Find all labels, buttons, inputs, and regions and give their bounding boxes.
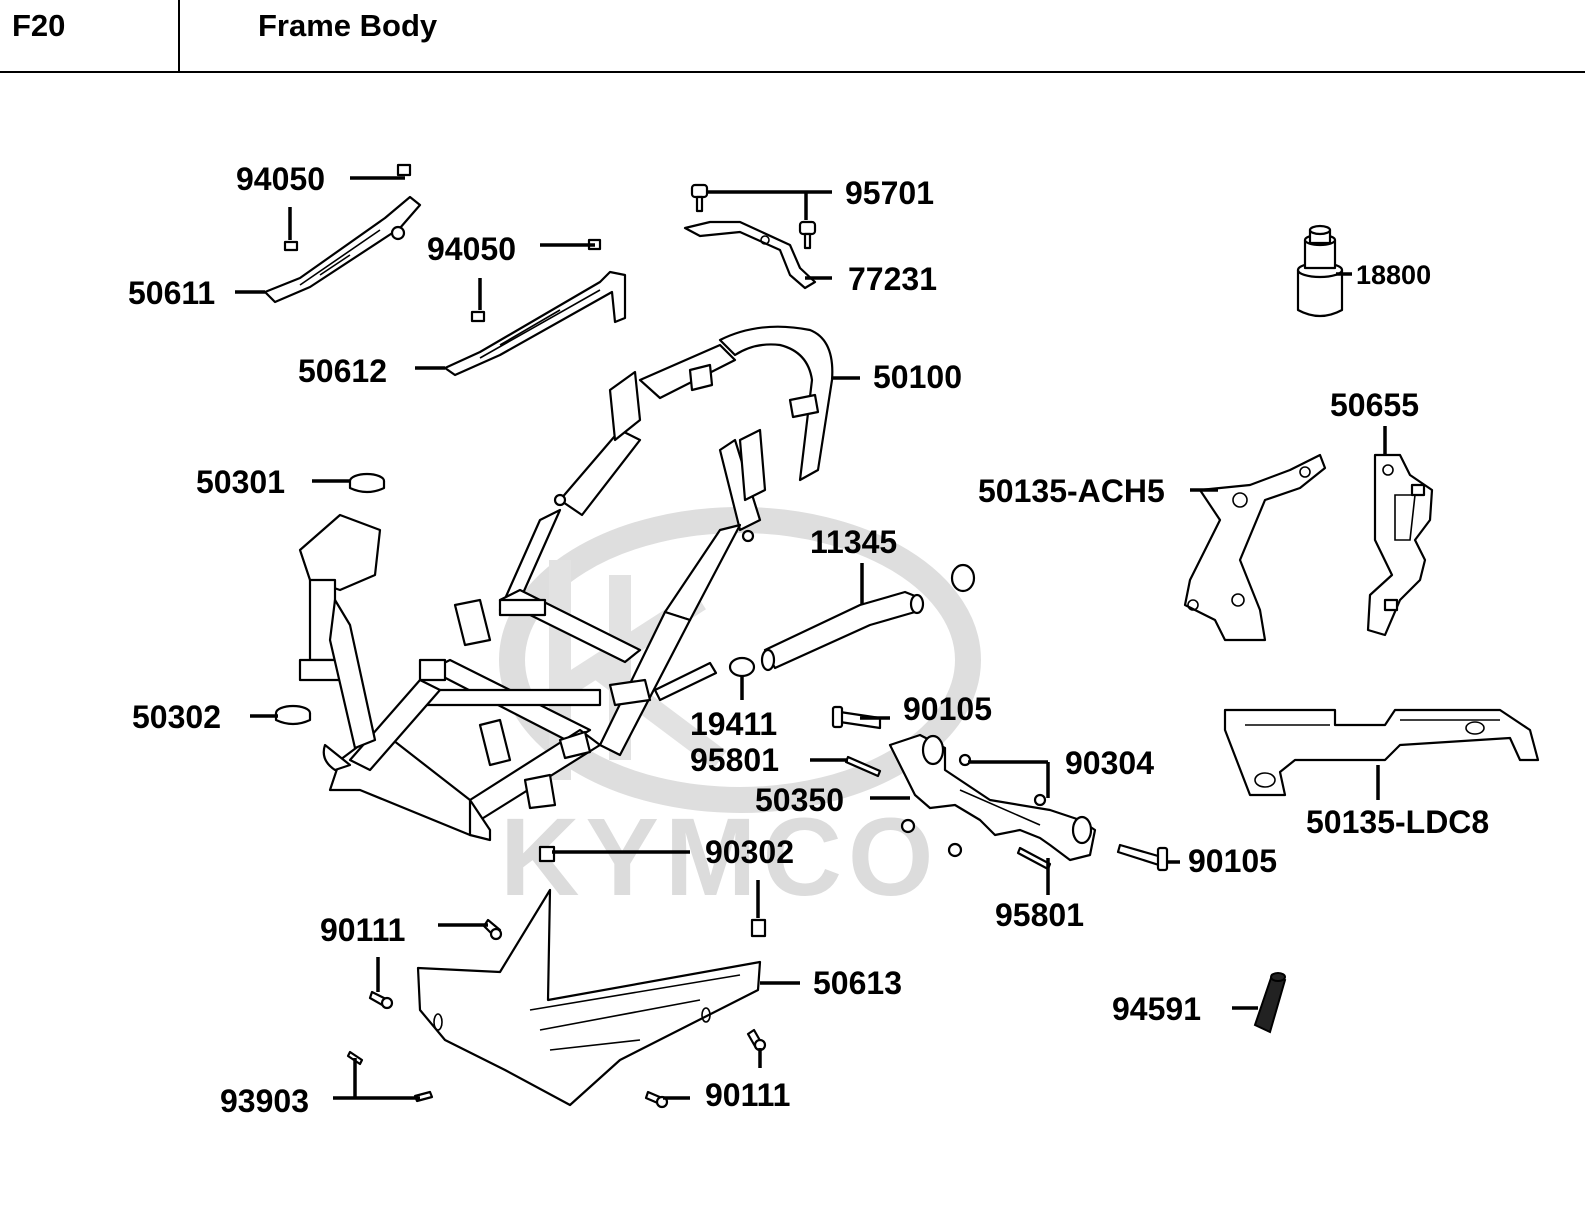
section-code: F20 [12,8,66,43]
label-90304: 90304 [1065,745,1154,781]
bracket-50611-drawing [263,163,422,304]
label-90302: 90302 [705,834,794,870]
engine-hanger-50350-drawing [888,733,1097,862]
clip-90302-drawing [538,845,767,938]
label-18800: 18800 [1356,260,1431,290]
bolt-95801-drawing [844,755,1052,871]
page-header: F20 Frame Body [0,0,1585,73]
label-50611: 50611 [128,275,215,311]
label-94591: 94591 [1112,991,1201,1027]
nut-90304-drawing [900,753,1047,858]
pin-94591-drawing [1253,972,1287,1034]
label-95701: 95701 [845,175,934,211]
label-94050: 94050 [427,231,516,267]
label-50613: 50613 [813,965,902,1001]
label-77231: 77231 [848,261,937,297]
bracket-50135-ach5-drawing [1183,453,1327,642]
floor-plate-drawing [653,661,718,702]
label-90105: 90105 [1188,843,1277,879]
part-labels: 94050 50611 94050 50612 95701 77231 1880… [128,161,1489,1119]
screw-93903-drawing [346,1050,434,1103]
kymco-watermark: KYMCO [499,507,981,919]
clamp-19411-drawing [728,563,976,678]
label-90111: 90111 [705,1077,790,1113]
bracket-77231-drawing [683,183,817,290]
label-50100: 50100 [873,359,962,395]
label-50350: 50350 [755,782,844,818]
bracket-50655-drawing [1366,453,1434,637]
label-50655: 50655 [1330,387,1419,423]
label-50135-ach5: 50135-ACH5 [978,473,1165,509]
label-93903: 93903 [220,1083,309,1119]
bearing-cup-50301-drawing [348,472,386,494]
label-11345: 11345 [810,524,897,560]
watermark-text: KYMCO [500,796,939,919]
label-94050: 94050 [236,161,325,197]
part-18800-drawing [1296,224,1344,318]
label-95801: 95801 [995,897,1084,933]
label-90105: 90105 [903,691,992,727]
label-50302: 50302 [132,699,221,735]
label-50301: 50301 [196,464,285,500]
leader-lines [235,176,1387,1100]
label-19411: 19411 [690,706,777,742]
label-50135-ldc8: 50135-LDC8 [1306,804,1489,840]
bearing-cup-50302-drawing [274,704,312,726]
header-divider [178,0,180,73]
tube-11345-drawing [760,590,925,672]
label-95801: 95801 [690,742,779,778]
main-frame-50100-drawing [298,325,834,842]
label-90111: 90111 [320,912,405,948]
under-cover-50613-drawing [416,888,762,1107]
label-50612: 50612 [298,353,387,389]
section-title: Frame Body [258,8,438,43]
bolt-90105-drawing [831,705,1169,872]
bracket-50135-ldc8-drawing [1223,708,1540,797]
